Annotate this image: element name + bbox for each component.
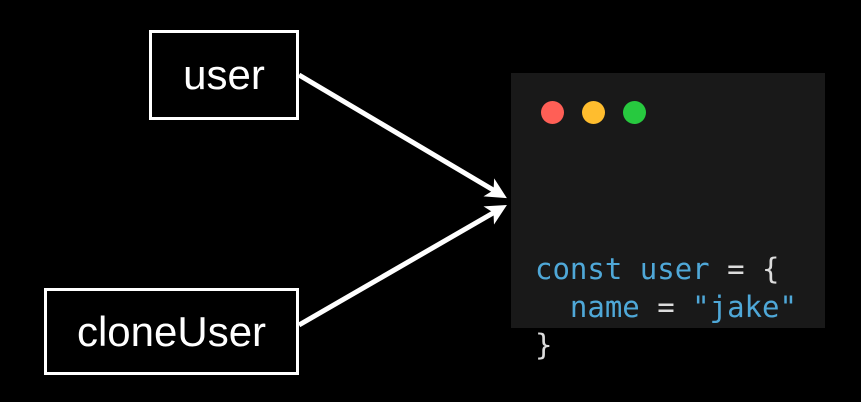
minimize-dot-icon[interactable] xyxy=(582,101,605,124)
variable-box-cloneuser: cloneUser xyxy=(44,288,299,375)
arrow-cloneuser-to-code xyxy=(297,205,507,328)
code-space xyxy=(745,252,762,286)
close-dot-icon[interactable] xyxy=(541,101,564,124)
code-space xyxy=(675,290,692,324)
code-operator-equals: = xyxy=(727,252,745,286)
code-space xyxy=(640,290,657,324)
code-line-2: name = "jake" xyxy=(535,288,797,326)
variable-box-user-label: user xyxy=(183,51,265,98)
arrow-user-to-code xyxy=(297,72,507,199)
code-operator-equals: = xyxy=(657,290,675,324)
code-line-3: } xyxy=(535,326,797,364)
code-line-1: const user = { xyxy=(535,250,797,288)
code-indent xyxy=(535,290,570,324)
code-property-name: name xyxy=(569,290,640,324)
traffic-light-group xyxy=(541,101,646,124)
code-brace-close: } xyxy=(535,328,553,362)
code-space xyxy=(622,252,639,286)
code-panel: const user = { name = "jake"} xyxy=(511,73,825,362)
variable-box-user: user xyxy=(149,30,299,120)
code-keyword-const: const xyxy=(535,252,623,286)
code-space xyxy=(710,252,727,286)
code-string-jake: "jake" xyxy=(692,290,797,324)
code-identifier-user: user xyxy=(639,252,710,286)
maximize-dot-icon[interactable] xyxy=(623,101,646,124)
code-block: const user = { name = "jake"} xyxy=(535,174,797,402)
variable-box-cloneuser-label: cloneUser xyxy=(76,307,267,355)
code-brace-open: { xyxy=(762,252,780,286)
